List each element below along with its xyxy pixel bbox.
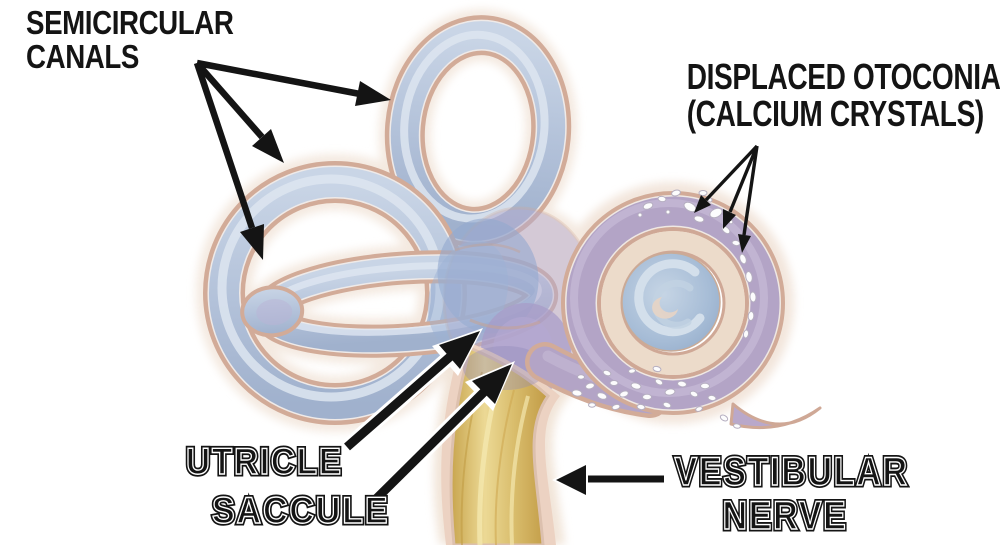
semicircular-canals-label-line2: CANALS <box>26 38 139 76</box>
displaced-otoconia-arrows <box>694 144 759 253</box>
semicircular-canals-arrows <box>193 59 391 260</box>
vestibular-nerve-label-line1-inline: VESTIBULAR <box>674 449 909 494</box>
vestibular-nerve-label: VESTIBULAR VESTIBULAR NERVE NERVE <box>672 448 909 541</box>
saccule-label-inline: SACCULE <box>211 489 390 531</box>
saccule-arrow <box>370 361 515 505</box>
displaced-otoconia-label-line1: DISPLACED OTOCONIA <box>686 56 1000 97</box>
vestibular-nerve-label-line1: VESTIBULAR <box>672 448 909 497</box>
displaced-otoconia-label: DISPLACED OTOCONIA (CALCIUM CRYSTALS) <box>686 56 1000 135</box>
vestibular-nerve-label-line2: NERVE <box>720 492 848 541</box>
cochlea-tapered-tail <box>729 402 822 430</box>
cochlea <box>561 191 822 430</box>
utricle-label-inline: UTRICLE <box>185 440 343 482</box>
annotation-arrows <box>193 59 759 505</box>
semicircular-canals-label: SEMICIRCULAR CANALS <box>26 4 234 76</box>
utricle-label-text: UTRICLE <box>184 439 344 485</box>
vestibular-nerve-label-line2-inline: NERVE <box>722 493 848 538</box>
utricle-label: UTRICLE UTRICLE <box>184 439 344 485</box>
vestibular-nerve-arrow <box>552 461 664 499</box>
displaced-otoconia-label-line2: (CALCIUM CRYSTALS) <box>686 93 985 135</box>
utricle-sac <box>437 218 539 334</box>
semicircular-canals-label-line1: SEMICIRCULAR <box>26 4 234 41</box>
utricle-arrow <box>342 328 483 453</box>
saccule-label: SACCULE SACCULE <box>210 488 390 534</box>
saccule-label-text: SACCULE <box>210 488 390 534</box>
